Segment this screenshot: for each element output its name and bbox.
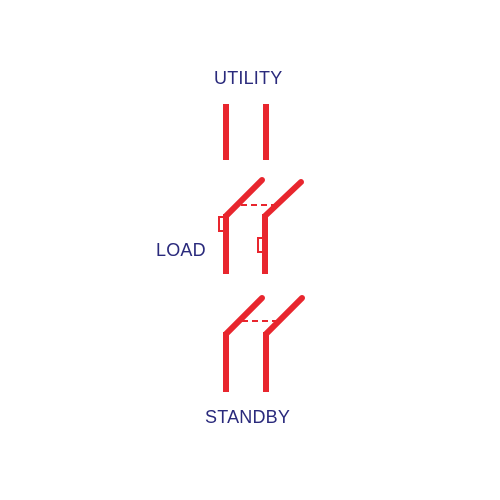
utility-contact-tab-right xyxy=(257,237,265,253)
load-label: LOAD xyxy=(156,240,206,260)
standby-label: STANDBY xyxy=(205,407,291,427)
utility-contacts xyxy=(223,104,269,160)
utility-switch-blade-right xyxy=(262,179,304,219)
standby-switch-blade-left xyxy=(223,295,265,337)
utility-contact-tab-left xyxy=(218,216,226,232)
utility-label: UTILITY xyxy=(214,68,283,88)
utility-switch xyxy=(218,177,304,274)
standby-switch xyxy=(223,295,305,392)
standby-switch-blade-right xyxy=(263,295,305,337)
utility-switch-blade-left xyxy=(223,177,265,219)
